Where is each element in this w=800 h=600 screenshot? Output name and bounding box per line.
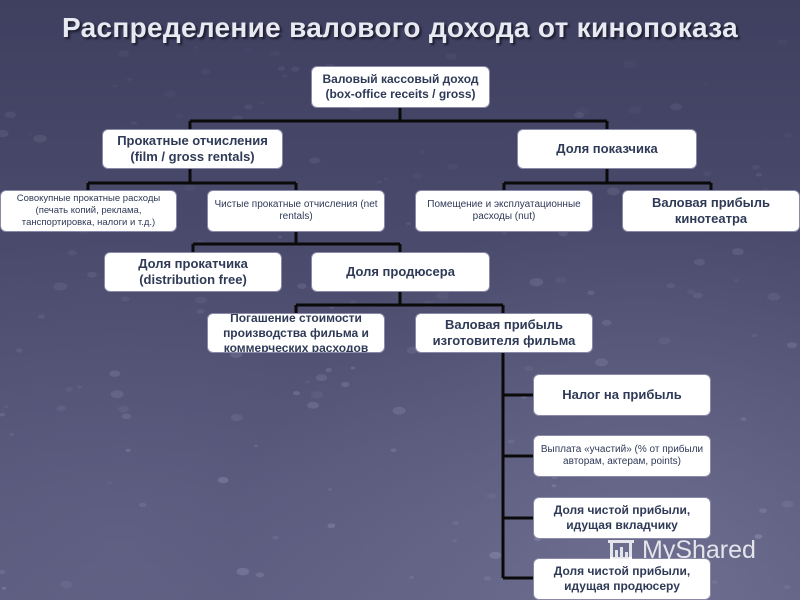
node-rental-costs-label: Совокупные прокатные расходы (печать коп… [16, 193, 161, 228]
node-cinema-profit: Валовая прибыль кинотеатра [622, 190, 800, 232]
node-cinema-profit-label: Валовая прибыль кинотеатра [651, 194, 771, 226]
node-gross-revenue: Валовый кассовый доход (box-office recei… [311, 66, 490, 108]
node-distributor-share-label: Доля прокатчика (distribution free) [138, 255, 248, 287]
node-producer-net-share-label: Доля чистой прибыли, идущая продюсеру [553, 564, 691, 593]
node-gross-revenue-label: Валовый кассовый доход (box-office recei… [322, 72, 479, 101]
slide-title: Распределение валового дохода от кинопок… [62, 12, 738, 43]
node-distributor-share: Доля прокатчика (distribution free) [104, 252, 282, 292]
node-profit-tax-label: Налог на прибыль [562, 386, 682, 402]
node-producer-share: Доля продюсера [311, 252, 490, 292]
node-film-rentals: Прокатные отчисления (film / gross renta… [102, 129, 283, 169]
node-maker-profit-label: Валовая прибыль изготовителя фильма [432, 316, 576, 348]
node-net-rentals: Чистые прокатные отчисления (net rentals… [207, 190, 385, 232]
watermark-text: MyShared [642, 536, 756, 564]
presentation-icon [608, 539, 634, 560]
node-net-rentals-label: Чистые прокатные отчисления (net rentals… [214, 198, 378, 223]
node-producer-net-share: Доля чистой прибыли, идущая продюсеру [533, 558, 711, 600]
node-investor-share: Доля чистой прибыли, идущая вкладчику [533, 497, 711, 539]
node-producer-share-label: Доля продюсера [346, 263, 455, 279]
watermark: MyShared [606, 536, 756, 565]
node-participations: Выплата «участий» (% от прибыли авторам,… [533, 435, 711, 477]
node-exhibitor-share: Доля показчика [517, 129, 697, 169]
node-premises-costs: Помещение и эксплуатационные расходы (nu… [415, 190, 593, 232]
node-premises-costs-label: Помещение и эксплуатационные расходы (nu… [427, 198, 581, 223]
node-production-costs-label: Погашение стоимости производства фильма … [223, 313, 369, 353]
node-production-costs: Погашение стоимости производства фильма … [207, 313, 385, 353]
node-profit-tax: Налог на прибыль [533, 374, 711, 416]
node-film-rentals-label: Прокатные отчисления (film / gross renta… [117, 132, 268, 164]
node-maker-profit: Валовая прибыль изготовителя фильма [415, 313, 593, 353]
node-rental-costs: Совокупные прокатные расходы (печать коп… [0, 190, 177, 232]
node-investor-share-label: Доля чистой прибыли, идущая вкладчику [553, 503, 691, 532]
node-participations-label: Выплата «участий» (% от прибыли авторам,… [540, 443, 704, 468]
node-exhibitor-share-label: Доля показчика [556, 140, 658, 156]
